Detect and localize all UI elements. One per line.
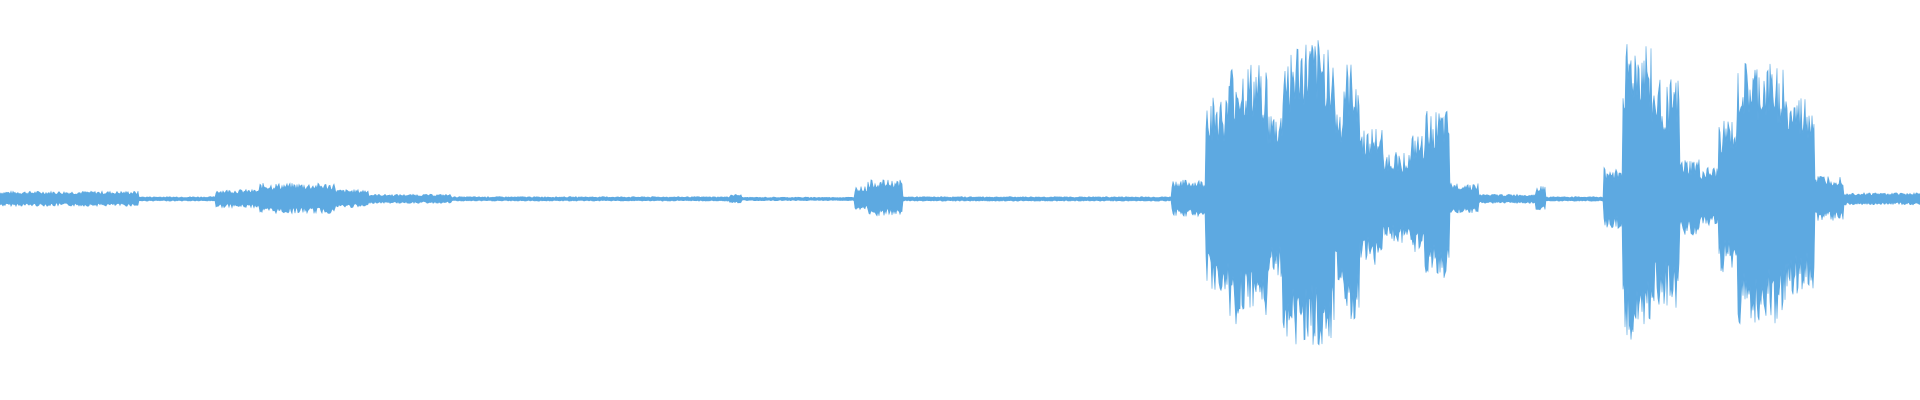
waveform-envelope [0,40,1920,346]
